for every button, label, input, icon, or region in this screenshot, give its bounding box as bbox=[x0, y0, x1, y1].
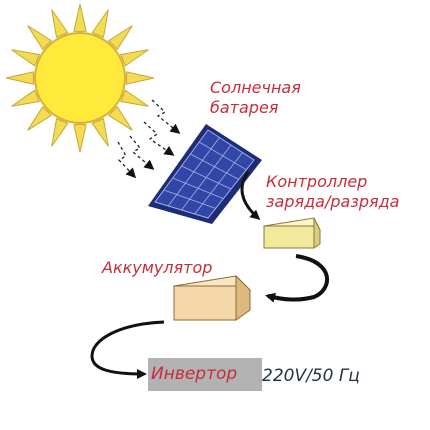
sun-ray bbox=[27, 25, 53, 51]
sun-ray bbox=[119, 49, 149, 67]
light-beams bbox=[117, 99, 181, 179]
sun-ray bbox=[51, 117, 69, 147]
inverter-box bbox=[148, 358, 262, 391]
controller-label-line2: заряда/разряда bbox=[266, 192, 400, 211]
controller-label: Контроллер заряда/разряда bbox=[266, 172, 399, 212]
output-voltage-label: 220V/50 Гц bbox=[262, 366, 360, 386]
solar-panel-label-line2: батарея bbox=[210, 98, 279, 117]
controller-label-line1: Контроллер bbox=[266, 172, 368, 191]
sun-rays bbox=[5, 3, 155, 153]
controller-box-icon bbox=[263, 217, 321, 249]
panel-cell-line bbox=[181, 144, 232, 211]
panel-cell-line bbox=[167, 137, 220, 207]
arrow-panel-to-controller bbox=[240, 171, 261, 220]
battery-label: Аккумулятор bbox=[102, 258, 213, 277]
sun-ray bbox=[119, 89, 149, 107]
sun-icon bbox=[34, 32, 126, 124]
sun-ray bbox=[27, 105, 53, 131]
sun-ray bbox=[73, 3, 87, 32]
sun-ray bbox=[107, 25, 133, 51]
arrow-battery-to-inverter bbox=[90, 320, 165, 379]
solar-panel-label: Солнечная батарея bbox=[210, 78, 301, 118]
sun-ray bbox=[91, 9, 109, 39]
sun-ray bbox=[11, 89, 41, 107]
battery-box-icon bbox=[172, 274, 252, 321]
solar-panel-icon bbox=[148, 124, 262, 224]
sun-ray bbox=[91, 117, 109, 147]
sun-ray bbox=[11, 49, 41, 67]
arrow-controller-to-battery bbox=[265, 254, 329, 303]
solar-panel-label-line1: Солнечная bbox=[210, 78, 301, 97]
panel-cell-line bbox=[194, 152, 243, 215]
sun-ray bbox=[73, 124, 87, 153]
sun-ray bbox=[126, 71, 155, 85]
sun-ray bbox=[5, 71, 34, 85]
sun-ray bbox=[51, 9, 69, 39]
sun-ray bbox=[107, 105, 133, 131]
inverter-label: Инвертор bbox=[151, 364, 238, 384]
